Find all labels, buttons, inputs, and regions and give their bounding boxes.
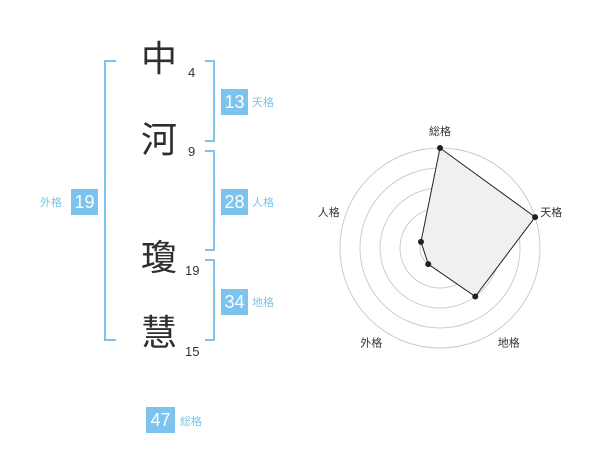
radar-point xyxy=(417,238,424,245)
radar-point xyxy=(472,293,479,300)
radar-axis-label: 総格 xyxy=(429,124,451,138)
name-char-1: 中 xyxy=(140,39,177,80)
stroke-count-4: 15 xyxy=(185,344,200,359)
radar-points xyxy=(417,145,539,300)
gaikaku-value: 19 xyxy=(71,189,98,215)
chikaku-value: 34 xyxy=(221,289,248,315)
stroke-count-3: 19 xyxy=(185,263,200,278)
jinkaku-bracket xyxy=(205,150,215,251)
soukaku-label: 総格 xyxy=(180,415,202,428)
tenkaku-label: 天格 xyxy=(252,96,274,109)
radar-area xyxy=(420,147,536,298)
jinkaku-value: 28 xyxy=(221,189,248,215)
radar-axis-label: 外格 xyxy=(360,336,382,350)
radar-axis-label: 人格 xyxy=(318,205,340,219)
stroke-count-2: 9 xyxy=(188,144,196,159)
radar-axis-label: 天格 xyxy=(540,205,562,219)
tenkaku-bracket xyxy=(205,60,215,142)
radar-point xyxy=(425,261,432,268)
stroke-count-1: 4 xyxy=(188,65,196,80)
gaikaku-label: 外格 xyxy=(40,196,62,209)
tenkaku-value: 13 xyxy=(221,89,248,115)
name-char-3: 瓊 xyxy=(140,238,177,279)
jinkaku-label: 人格 xyxy=(252,196,274,209)
chikaku-bracket xyxy=(205,259,215,341)
radar-axis-label: 地格 xyxy=(498,336,520,350)
name-char-4: 慧 xyxy=(140,313,177,354)
radar-point xyxy=(532,214,539,221)
radar-point xyxy=(437,145,443,151)
name-char-2: 河 xyxy=(140,120,177,161)
soukaku-value: 47 xyxy=(146,407,175,433)
chikaku-label: 地格 xyxy=(252,296,274,309)
gaikaku-bracket xyxy=(104,60,116,341)
